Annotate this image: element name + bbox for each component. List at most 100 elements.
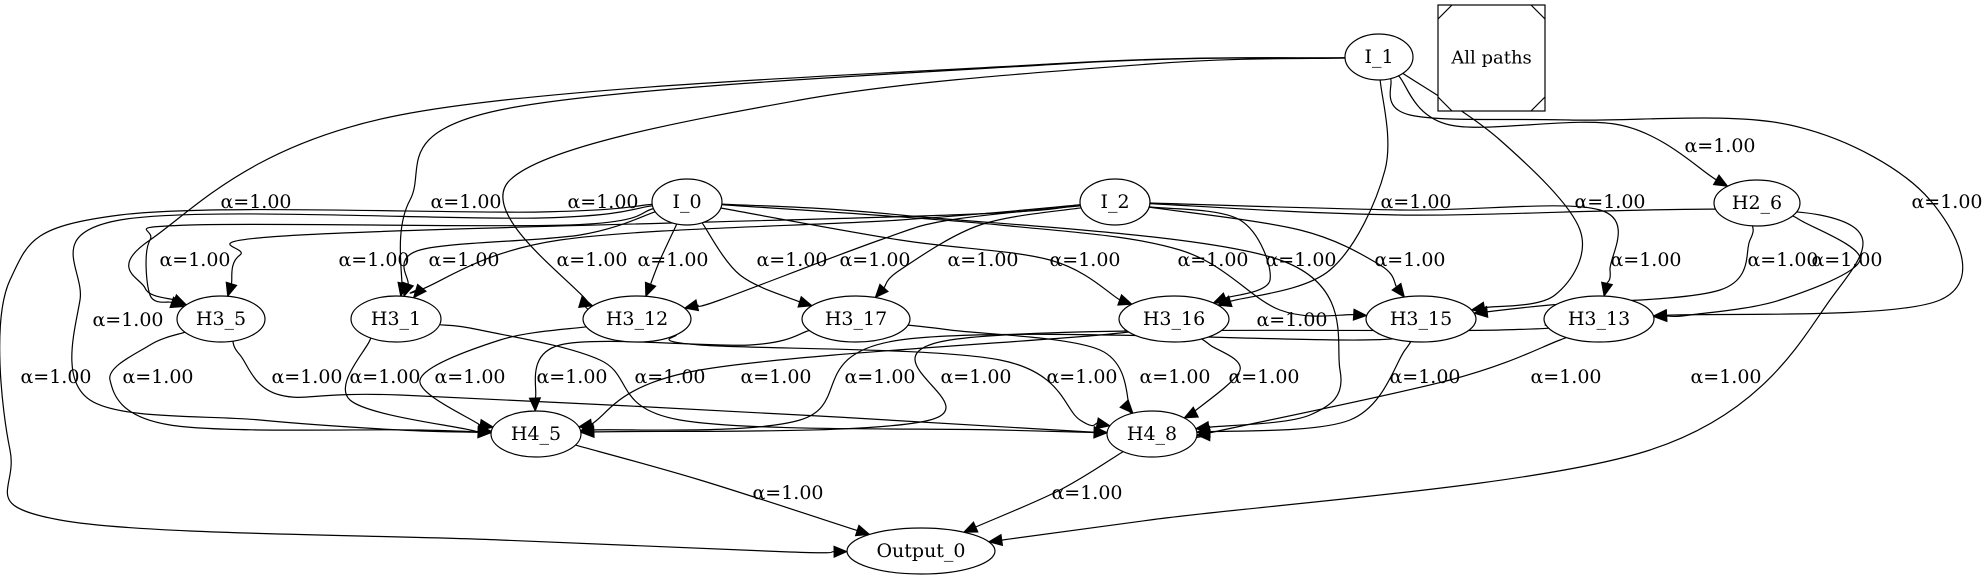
legend-corner-bottom-left bbox=[1437, 96, 1453, 112]
edge-line bbox=[721, 204, 1354, 317]
edge-line bbox=[883, 207, 1082, 289]
node-label: H3_17 bbox=[825, 308, 887, 330]
edge-weight-label: α=1.00 bbox=[1747, 249, 1818, 271]
edge-H3_17-to-H4_5: α=1.00 bbox=[528, 329, 810, 413]
edge-I_1-to-H2_6: α=1.00 bbox=[1398, 75, 1756, 187]
edge-I_1-to-H3_12: α=1.00 bbox=[502, 57, 1346, 314]
edge-weight-label: α=1.00 bbox=[740, 366, 811, 388]
edge-weight-label: α=1.00 bbox=[1049, 249, 1120, 271]
legend-corner-top-left bbox=[1437, 4, 1453, 20]
arrowhead-icon bbox=[1212, 292, 1229, 304]
node-label: H3_1 bbox=[371, 308, 421, 330]
edge-line bbox=[128, 57, 1346, 301]
legend-box bbox=[1437, 4, 1546, 112]
edge-I_2-to-H3_15: α=1.00 bbox=[1149, 206, 1446, 299]
edge-I_0-to-H3_17: α=1.00 bbox=[701, 222, 828, 308]
node-ellipse bbox=[1543, 295, 1655, 343]
arrowhead-icon bbox=[478, 418, 495, 432]
edge-weight-label: α=1.00 bbox=[1256, 309, 1327, 331]
node-label: H4_5 bbox=[511, 423, 561, 445]
edge-I_2-to-H3_13: α=1.00 bbox=[1149, 202, 1682, 298]
edge-weight-label: α=1.00 bbox=[338, 249, 409, 271]
edge-weight-label: α=1.00 bbox=[271, 366, 342, 388]
edge-weight-label: α=1.00 bbox=[1265, 249, 1336, 271]
edge-weight-label: α=1.00 bbox=[159, 249, 230, 271]
node-label: H3_5 bbox=[196, 308, 246, 330]
arrowhead-icon bbox=[1472, 305, 1489, 318]
node-H4_8: H4_8 bbox=[1106, 410, 1198, 458]
node-label: Output_0 bbox=[876, 540, 965, 562]
node-H3_12: H3_12 bbox=[582, 295, 692, 343]
edge-weight-label: α=1.00 bbox=[1690, 366, 1761, 388]
edge-I_2-to-Output_0: α=1.00 bbox=[987, 203, 1864, 547]
edge-H2_6-to-H3_15: α=1.00 bbox=[1472, 225, 1819, 318]
edge-line bbox=[574, 333, 1401, 432]
arrowhead-icon bbox=[1119, 399, 1134, 415]
edge-weight-label: α=1.00 bbox=[1389, 366, 1460, 388]
edge-I_2-to-H3_17: α=1.00 bbox=[874, 207, 1082, 299]
node-ellipse bbox=[1118, 295, 1230, 343]
edge-I_1-to-H3_5: α=1.00 bbox=[128, 57, 1346, 306]
edge-I_0-to-Output_0: α=1.00 bbox=[0, 203, 849, 558]
edge-line bbox=[1149, 206, 1271, 299]
node-H3_13: H3_13 bbox=[1543, 295, 1655, 343]
legend-label: All paths bbox=[1450, 48, 1532, 69]
edge-weight-label: α=1.00 bbox=[1374, 249, 1445, 271]
node-H4_5: H4_5 bbox=[490, 410, 582, 458]
edge-weight-label: α=1.00 bbox=[1046, 366, 1117, 388]
node-H3_17: H3_17 bbox=[801, 295, 911, 343]
edge-H3_12-to-H4_8: α=1.00 bbox=[668, 334, 1118, 430]
edge-weight-label: α=1.00 bbox=[428, 249, 499, 271]
edge-I_2-to-H3_1: α=1.00 bbox=[409, 204, 1081, 299]
edge-H4_8-to-Output_0: α=1.00 bbox=[962, 451, 1124, 533]
arrowhead-icon bbox=[987, 533, 1004, 547]
arrowhead-icon bbox=[528, 397, 542, 413]
edge-weight-label: α=1.00 bbox=[752, 482, 823, 504]
edge-weight-label: α=1.00 bbox=[349, 366, 420, 388]
node-label: H3_16 bbox=[1143, 308, 1205, 330]
edge-I_0-to-H3_12: α=1.00 bbox=[637, 223, 709, 298]
edge-weight-label: α=1.00 bbox=[1811, 249, 1882, 271]
arrowhead-icon bbox=[1652, 309, 1668, 323]
edge-weight-label: α=1.00 bbox=[940, 366, 1011, 388]
edge-line bbox=[1001, 203, 1864, 541]
edge-line bbox=[1487, 225, 1754, 313]
edge-weight-label: α=1.00 bbox=[1684, 135, 1755, 157]
node-ellipse bbox=[1365, 295, 1477, 343]
edge-line bbox=[565, 324, 1559, 434]
edge-weight-label: α=1.00 bbox=[122, 366, 193, 388]
edge-I_2-to-H3_12: α=1.00 bbox=[683, 205, 1081, 312]
arrowhead-icon bbox=[874, 283, 889, 299]
edge-line bbox=[439, 324, 1095, 434]
node-ellipse bbox=[176, 295, 266, 343]
node-I_2: I_2 bbox=[1079, 178, 1151, 226]
arrowhead-icon bbox=[579, 425, 595, 439]
edge-line bbox=[71, 205, 653, 433]
edge-H3_12-to-H4_5: α=1.00 bbox=[419, 326, 587, 432]
edge-weight-label: α=1.00 bbox=[1911, 191, 1982, 213]
node-H3_5: H3_5 bbox=[176, 295, 266, 343]
arrowhead-icon bbox=[412, 283, 428, 299]
edge-line bbox=[975, 451, 1124, 528]
edge-line bbox=[145, 208, 654, 303]
node-label: H3_13 bbox=[1568, 308, 1630, 330]
node-ellipse bbox=[582, 295, 692, 343]
arrowhead-icon bbox=[1600, 281, 1614, 298]
edge-I_0-to-H3_5: α=1.00 bbox=[145, 208, 654, 309]
arrowhead-icon bbox=[1093, 426, 1109, 439]
edge-weight-label: α=1.00 bbox=[1574, 191, 1645, 213]
edge-weight-label: α=1.00 bbox=[1610, 249, 1681, 271]
node-H2_6: H2_6 bbox=[1713, 179, 1801, 227]
edge-weight-label: α=1.00 bbox=[536, 366, 607, 388]
edge-line bbox=[403, 211, 656, 285]
edge-line bbox=[1149, 206, 1398, 288]
edge-weight-label: α=1.00 bbox=[1530, 366, 1601, 388]
edge-weight-label: α=1.00 bbox=[839, 249, 910, 271]
edge-line bbox=[1398, 75, 1717, 181]
edge-weight-label: α=1.00 bbox=[434, 366, 505, 388]
edge-H3_17-to-H4_8: α=1.00 bbox=[908, 324, 1211, 415]
edge-line bbox=[721, 203, 1342, 428]
